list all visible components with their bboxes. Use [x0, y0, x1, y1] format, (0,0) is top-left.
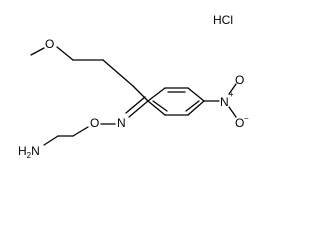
- amine-h: H: [18, 144, 27, 158]
- nitro-nitrogen-label: N: [220, 95, 229, 109]
- nitro-n-o-bond-upper: [228, 83, 237, 95]
- ring-bond-4: [187, 100, 205, 116]
- nitro-negative-charge: −: [244, 114, 249, 123]
- chain-bond-3: [117, 72, 134, 87]
- salt-label: HCl: [213, 13, 233, 27]
- methoxy-o-c-bond: [56, 46, 74, 61]
- ring-inner-bond-2: [185, 100, 200, 112]
- methyl-bond: [30, 47, 45, 56]
- methoxy-oxygen-label: O: [45, 37, 54, 51]
- amine-subscript-2: 2: [27, 151, 32, 160]
- nitro-oxygen-lower-label: O: [235, 116, 244, 130]
- ring-bond-6: [147, 100, 166, 116]
- ring-inner-bond-3: [152, 100, 168, 112]
- chain-bond-4: [132, 85, 149, 102]
- chemical-structure: HCl O N O H2N N + O O −: [18, 13, 249, 160]
- oxime-o-c-bond: [72, 126, 89, 137]
- oxime-nitrogen-label: N: [117, 116, 126, 130]
- oxime-oxygen-label: O: [90, 116, 99, 130]
- nitro-n-o-bond-lower: [228, 106, 237, 118]
- ring-bond-1: [147, 87, 166, 102]
- ethyl-bond-2: [43, 135, 59, 146]
- amine-text: H2N: [18, 144, 40, 160]
- c-n-double-bond-a: [128, 100, 149, 118]
- amine-label: H2N: [18, 144, 40, 160]
- chain-bond-2: [102, 59, 119, 74]
- nitro-oxygen-upper-label: O: [235, 73, 244, 87]
- amine-n: N: [31, 144, 40, 158]
- c-n-double-bond-b: [125, 96, 146, 114]
- nitro-positive-charge: +: [229, 90, 234, 99]
- ring-bond-3: [187, 87, 205, 102]
